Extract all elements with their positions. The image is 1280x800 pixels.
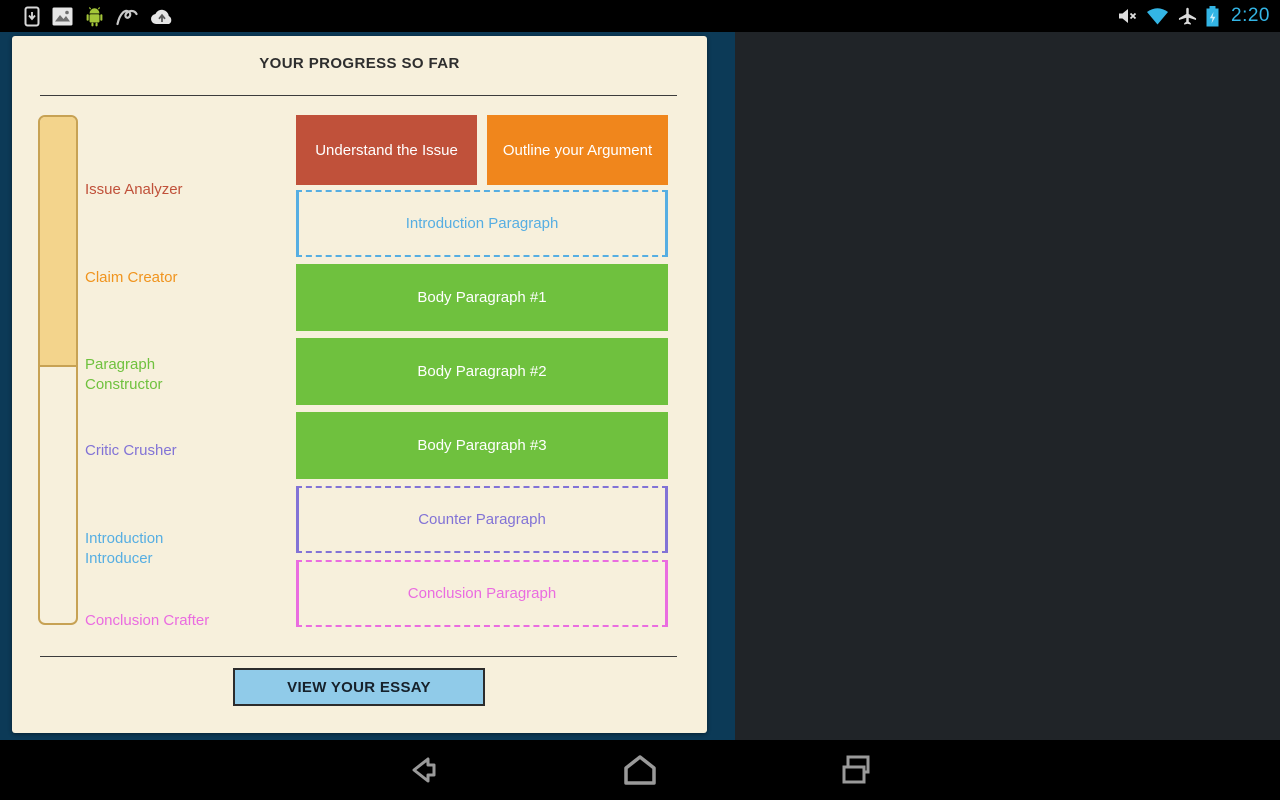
recents-icon (842, 755, 870, 784)
block-body-paragraph-2[interactable]: Body Paragraph #2 (296, 338, 668, 405)
wifi-icon (1146, 7, 1169, 25)
divider-top (40, 95, 677, 96)
block-body-paragraph-3[interactable]: Body Paragraph #3 (296, 412, 668, 479)
panel-title: YOUR PROGRESS SO FAR (259, 55, 460, 72)
block-counter-paragraph[interactable]: Counter Paragraph (296, 486, 668, 553)
home-button[interactable] (610, 745, 670, 795)
progress-panel: YOUR PROGRESS SO FAR Issue Analyzer Clai… (12, 36, 707, 733)
divider-bottom (40, 656, 677, 657)
screenshot-icon (24, 6, 40, 27)
tool-label-claim-creator: Claim Creator (85, 269, 178, 286)
android-icon (85, 6, 104, 27)
block-conclusion-paragraph[interactable]: Conclusion Paragraph (296, 560, 668, 627)
navigation-bar (0, 740, 1280, 800)
block-outline-your-argument[interactable]: Outline your Argument (487, 115, 668, 185)
block-introduction-paragraph[interactable]: Introduction Paragraph (296, 190, 668, 257)
tool-label-introduction-introducer: Introduction Introducer (85, 530, 164, 567)
back-button[interactable] (394, 745, 454, 795)
battery-charging-icon (1206, 5, 1219, 27)
clock: 2:20 (1231, 5, 1270, 26)
gallery-icon (52, 7, 73, 26)
block-body-paragraph-1[interactable]: Body Paragraph #1 (296, 264, 668, 331)
cloud-upload-icon (150, 8, 174, 25)
back-icon (412, 757, 436, 783)
status-bar-notifications (10, 6, 174, 27)
app-background: YOUR PROGRESS SO FAR Issue Analyzer Clai… (0, 32, 735, 740)
progress-fill (40, 117, 76, 368)
tool-label-issue-analyzer: Issue Analyzer (85, 181, 183, 198)
block-understand-the-issue[interactable]: Understand the Issue (296, 115, 477, 185)
mute-icon (1118, 7, 1137, 25)
tool-label-conclusion-crafter: Conclusion Crafter (85, 612, 210, 629)
progress-bar (38, 115, 78, 625)
home-icon (624, 755, 656, 785)
tool-label-critic-crusher: Critic Crusher (85, 442, 177, 459)
essay-steps: Understand the Issue Outline your Argume… (296, 115, 668, 634)
recents-button[interactable] (826, 745, 886, 795)
view-your-essay-button[interactable]: VIEW YOUR ESSAY (233, 668, 485, 706)
status-bar: 2:20 (0, 0, 1280, 32)
completed-steps-row: Understand the Issue Outline your Argume… (296, 115, 668, 185)
status-bar-system: 2:20 (1118, 5, 1270, 27)
swype-icon (116, 7, 138, 26)
airplane-icon (1178, 7, 1197, 26)
tool-label-paragraph-constructor: Paragraph Constructor (85, 356, 163, 393)
